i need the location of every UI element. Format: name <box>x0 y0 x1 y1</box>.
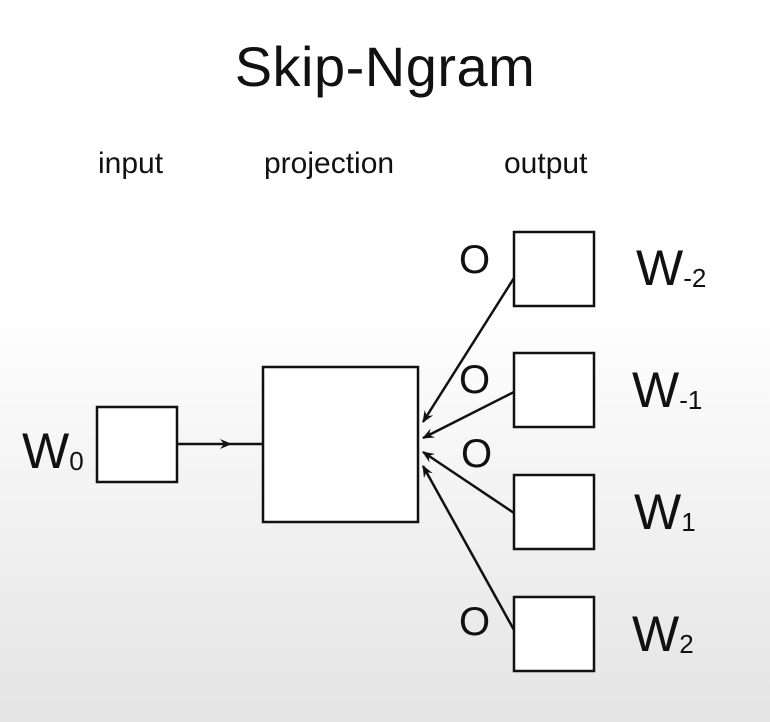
output-word-label-w-1: W1 <box>634 484 696 540</box>
output-box-w-minus-2 <box>512 230 596 308</box>
connection-w-1 <box>422 450 515 515</box>
output-word-label-w-minus-1: W-1 <box>632 362 703 418</box>
input-column-label: input <box>98 147 164 180</box>
connection-w-minus-2 <box>421 277 516 423</box>
output-column-label: output <box>504 147 588 180</box>
connection-w-minus-1 <box>422 390 515 440</box>
output-marker-2: O <box>459 358 491 402</box>
output-marker-1: O <box>459 238 491 282</box>
projection-box <box>261 365 420 524</box>
output-box-w-2 <box>512 595 596 673</box>
output-box-w-1 <box>512 473 596 551</box>
output-word-label-w-2: W2 <box>632 606 694 662</box>
output-marker-4: O <box>459 600 491 644</box>
output-box-w-minus-1 <box>512 351 596 429</box>
input-word-label: W0 <box>22 423 84 479</box>
projection-column-label: projection <box>264 147 395 180</box>
output-marker-3: O <box>461 432 493 476</box>
output-word-label-w-minus-2: W-2 <box>636 240 707 296</box>
diagram-title: Skip-Ngram <box>234 35 536 98</box>
connection-w-2 <box>421 465 516 631</box>
input-box <box>95 405 179 484</box>
